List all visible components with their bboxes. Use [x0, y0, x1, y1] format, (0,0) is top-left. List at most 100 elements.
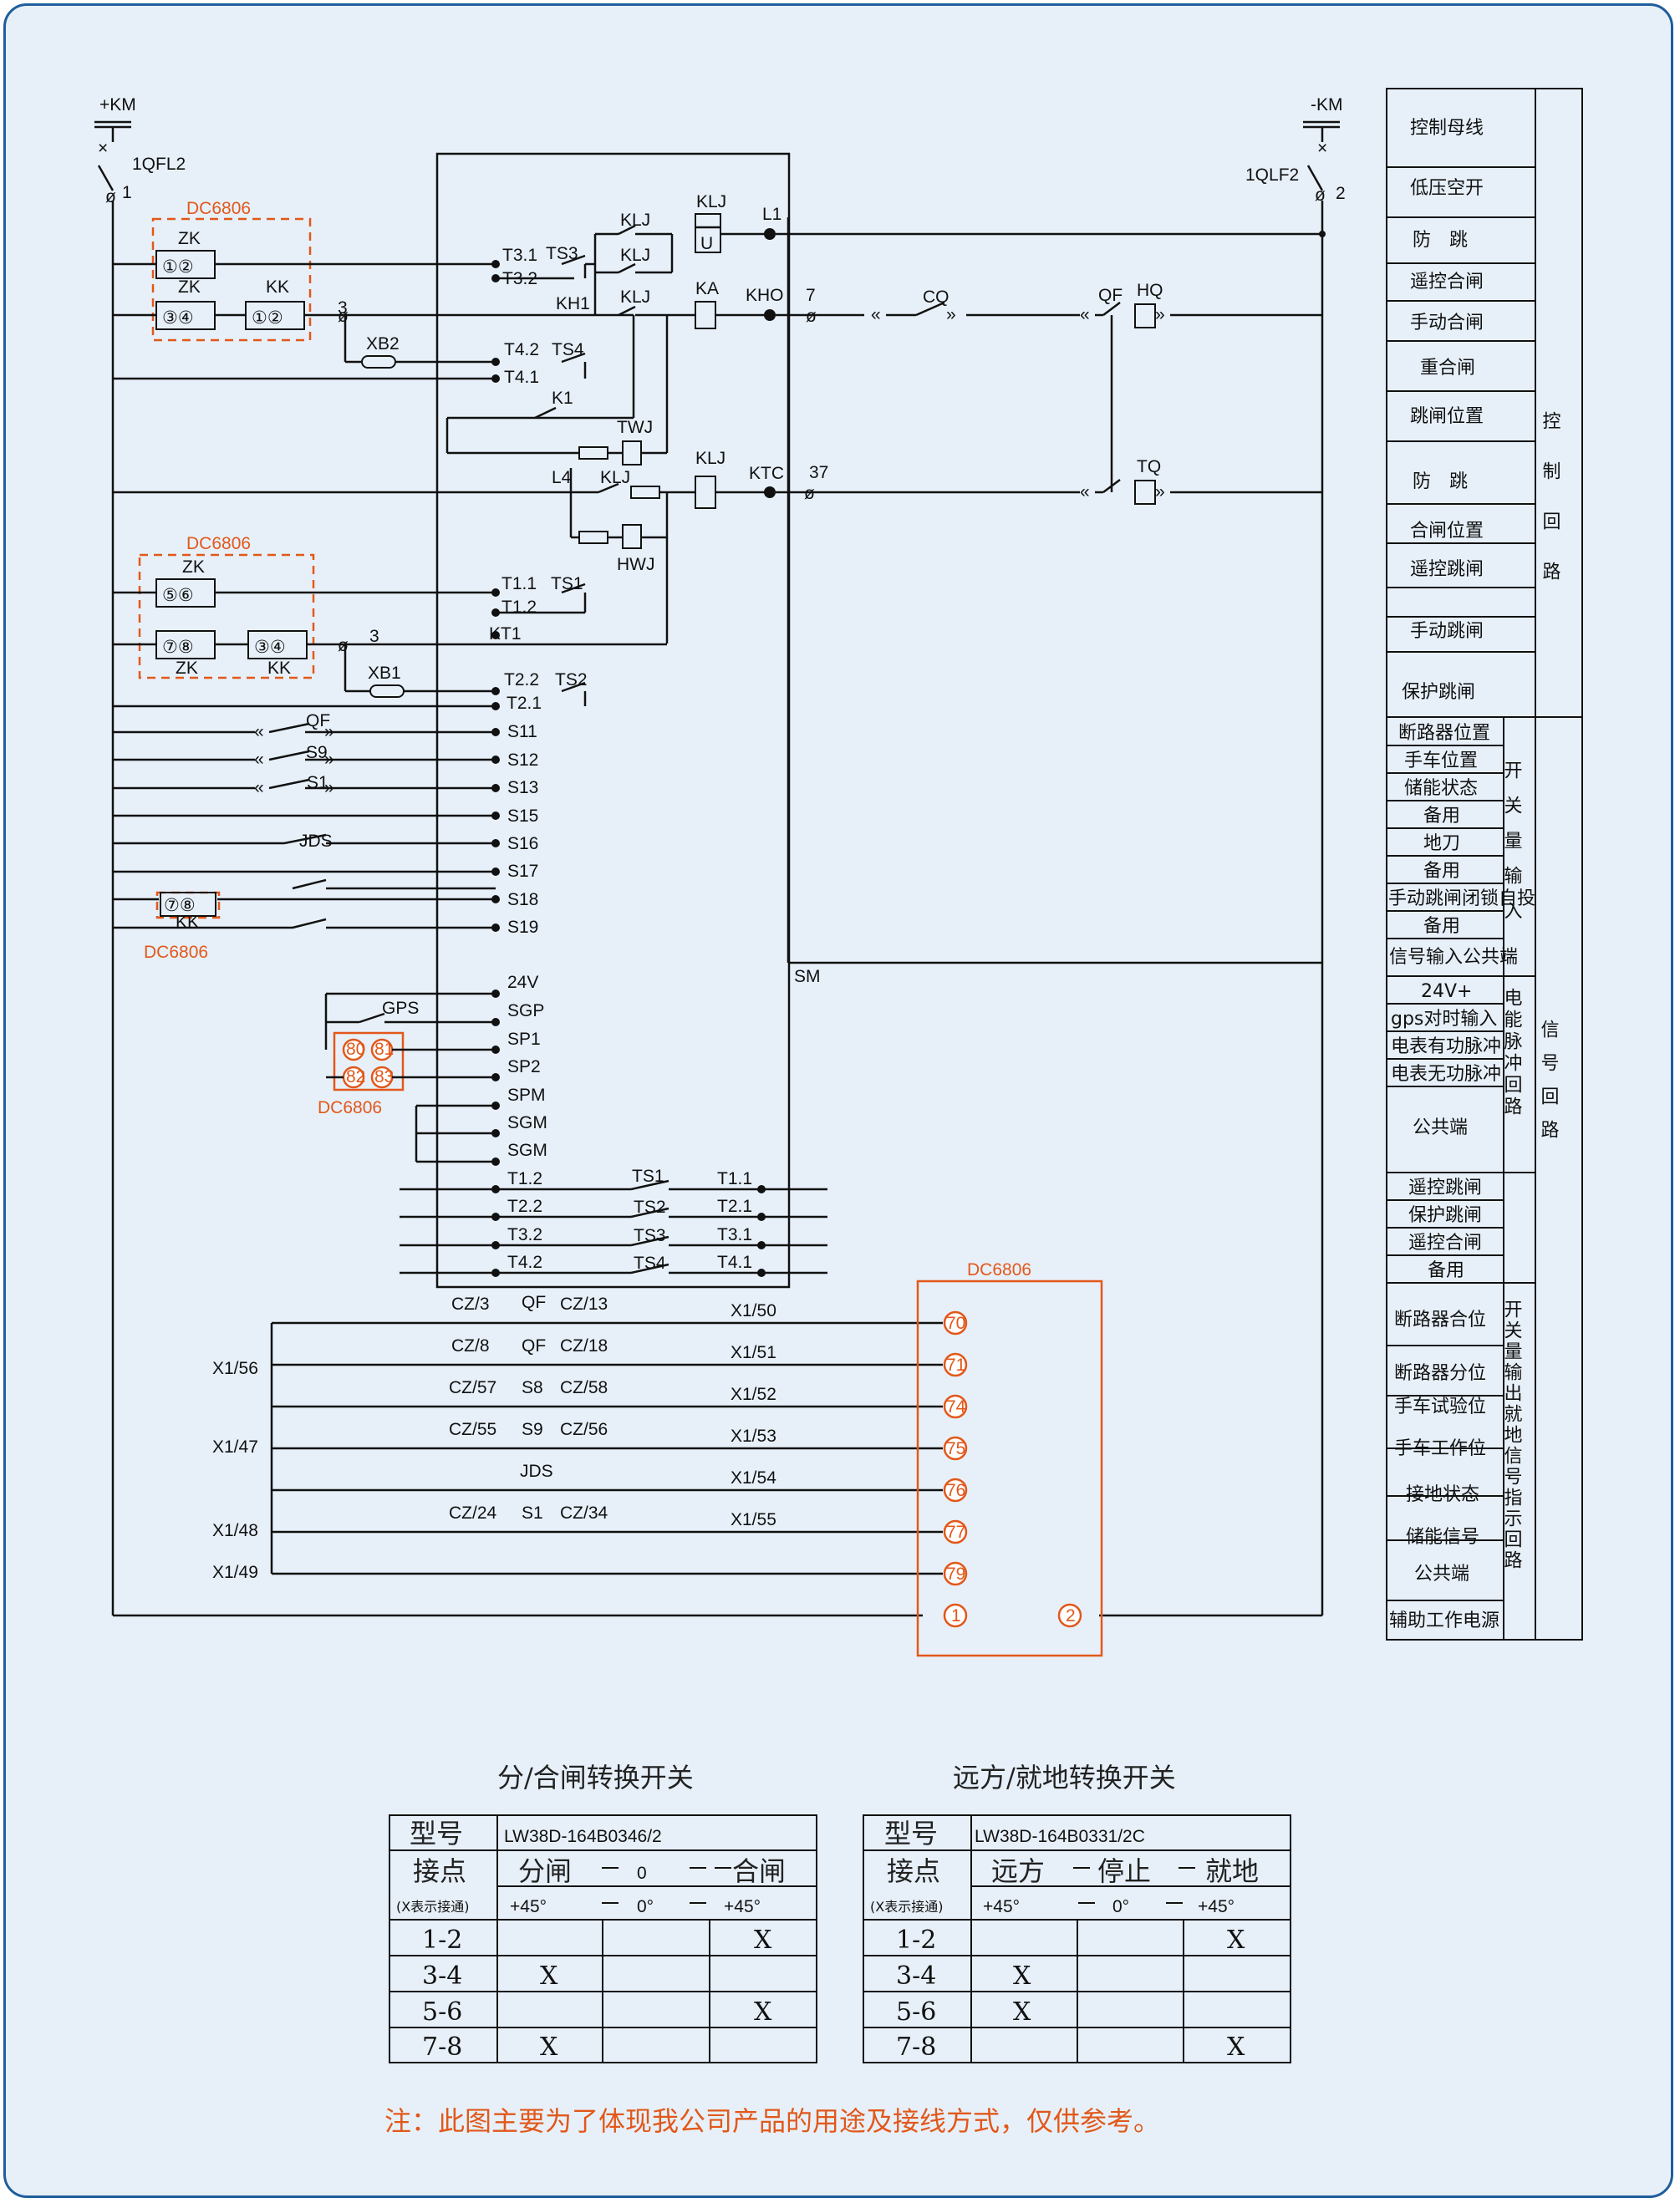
legend-group-pulse: 电能脉冲回路	[1501, 988, 1523, 1118]
legend-group-signal: 信号回路	[1538, 1020, 1560, 1153]
svg-text:«: «	[254, 750, 264, 769]
legend-in-1: 手车位置	[1404, 750, 1478, 771]
zk-contact-12: ①②	[162, 257, 194, 277]
svg-text:«: «	[254, 722, 264, 741]
legend-remote-0: 遥控跳闸	[1408, 1178, 1482, 1198]
table2-rows: 1-2 X 3-4 X 5-6 X 7-8 X	[896, 1926, 1245, 2062]
bl-t22: T2.2	[507, 1197, 542, 1216]
table1-pos-0: 分闸	[518, 1855, 572, 1887]
br-t21: T2.1	[717, 1197, 752, 1216]
t41-label: T4.1	[504, 368, 539, 387]
ts3-label: TS3	[546, 244, 578, 263]
x1-48-label: X1/48	[212, 1521, 258, 1540]
svg-text:«: «	[254, 778, 264, 797]
dc6806-box-1	[151, 217, 312, 342]
out-row6-x1: X1/55	[731, 1510, 776, 1529]
bus-left: +KM × 1QFL2 ø 1	[94, 95, 186, 1615]
out-row2-czl: CZ/8	[451, 1336, 490, 1356]
svg-text:»: »	[324, 778, 334, 797]
svg-text:×: ×	[98, 139, 108, 158]
legend-ctrl-7: 防 跳	[1413, 471, 1468, 492]
svg-text:ø: ø	[338, 636, 349, 655]
legend-in-5: 备用	[1423, 861, 1460, 882]
xb1-label: XB1	[368, 664, 401, 683]
svg-text:»: »	[324, 722, 334, 741]
svg-text:ø: ø	[338, 307, 349, 326]
t11-label: T1.1	[501, 574, 537, 593]
kho-label: KHO	[746, 286, 784, 305]
klj-label-2: KLJ	[620, 246, 650, 265]
pin-74: 74	[946, 1397, 966, 1417]
sig-sgp: SGP	[507, 1001, 544, 1020]
sig-sgm-2: SGM	[507, 1141, 547, 1160]
x1-47-label: X1/47	[212, 1437, 258, 1457]
gps-contact-83: 83	[374, 1067, 394, 1086]
svg-text:«: «	[1080, 482, 1090, 501]
legend-in-2: 储能状态	[1404, 778, 1478, 799]
kk-label-1: KK	[266, 277, 289, 297]
qf-label-close: QF	[1098, 286, 1123, 305]
legend-out-1: 断路器分位	[1394, 1363, 1486, 1384]
legend-in-7: 备用	[1423, 916, 1460, 937]
ts4-label: TS4	[552, 340, 584, 359]
pin-76: 76	[946, 1481, 965, 1500]
ts2-label-a: TS2	[555, 670, 588, 689]
bl-t32: T3.2	[507, 1225, 542, 1244]
gps-contact-81: 81	[374, 1040, 394, 1059]
legend-pulse-3: 电表无功脉冲	[1391, 1064, 1501, 1085]
ts1-label-b: TS1	[632, 1167, 664, 1186]
s16-label: S16	[507, 834, 538, 853]
table2-row3-pair: 7-8	[896, 2033, 936, 2062]
out-row4-sw: S9	[522, 1420, 543, 1439]
legend-ctrl-9: 遥控跳闸	[1410, 559, 1484, 580]
zk-label-1: ZK	[178, 229, 201, 248]
zk-label-4: ZK	[176, 659, 198, 678]
legend-pulse-1: gps对时输入	[1391, 1009, 1497, 1030]
kk-label-2: KK	[267, 659, 291, 678]
table1-row1-pair: 3-4	[422, 1961, 462, 1991]
ktc-label: KTC	[749, 464, 784, 483]
table1-row1-m0: X	[540, 1961, 558, 1991]
kk-contact-34: ③④	[254, 638, 286, 657]
cq-label: CQ	[923, 287, 949, 307]
table1-angle-1: 0°	[637, 1897, 654, 1916]
s-rows: « » QF « » S9 « » S1 JDS ⑦⑧ KK DC6806 S1…	[113, 711, 538, 962]
footnote: 注：此图主要为了体现我公司产品的用途及接线方式，仅供参考。	[384, 2105, 1160, 2137]
svg-text:×: ×	[1317, 139, 1327, 158]
svg-text:«: «	[1080, 305, 1090, 324]
out-row3-czr: CZ/58	[560, 1378, 608, 1397]
hq-label: HQ	[1137, 281, 1163, 300]
dc6806-label-5: DC6806	[967, 1260, 1031, 1280]
legend-out-6: 公共端	[1414, 1564, 1469, 1585]
table1-row0-m2: X	[754, 1926, 772, 1955]
sig-spm: SPM	[507, 1086, 546, 1105]
s-switch-qf: QF	[306, 711, 330, 730]
out-row3-sw: S8	[522, 1378, 543, 1397]
s-switch-s1: S1	[307, 773, 328, 792]
legend-switchout-rows: 断路器合位 断路器分位 手车试验位 手车工作位 接地状态 储能信号 公共端 辅助…	[1387, 1300, 1523, 1631]
t31-label: T3.1	[502, 246, 537, 265]
legend-ctrl-4: 手动合闸	[1410, 313, 1484, 333]
table1-note: (X表示接通)	[396, 1899, 469, 1915]
bl-t42: T4.2	[507, 1253, 542, 1272]
legend-remote-3: 备用	[1428, 1260, 1464, 1281]
table1-row0-pair: 1-2	[422, 1926, 462, 1955]
kk-small-label: KK	[176, 913, 199, 932]
legend-out-0: 断路器合位	[1394, 1310, 1486, 1330]
table2-pos-0: 远方	[991, 1855, 1045, 1887]
legend-pulse-rows: 24V+ gps对时输入 电表有功脉冲 电表无功脉冲 公共端 电能脉冲回路 信号…	[1387, 981, 1560, 1173]
x1-56-label: X1/56	[212, 1359, 258, 1378]
table1-row3-pair: 7-8	[422, 2033, 462, 2062]
pin-75: 75	[946, 1439, 965, 1458]
out-row1-czl: CZ/3	[451, 1295, 490, 1314]
svg-text:»: »	[946, 305, 956, 324]
legend-pulse-0: 24V+	[1421, 981, 1472, 1002]
x1-49-label: X1/49	[212, 1563, 258, 1582]
gps-contact-80: 80	[346, 1040, 365, 1059]
table1-row3-m0: X	[540, 2033, 558, 2062]
zk-contact-34: ③④	[162, 308, 194, 328]
ts3-label-b: TS3	[634, 1226, 666, 1245]
table1-rows: 1-2 X 3-4 X 5-6 X 7-8 X	[422, 1926, 772, 2062]
kk-contact-78: ⑦⑧	[164, 896, 196, 915]
